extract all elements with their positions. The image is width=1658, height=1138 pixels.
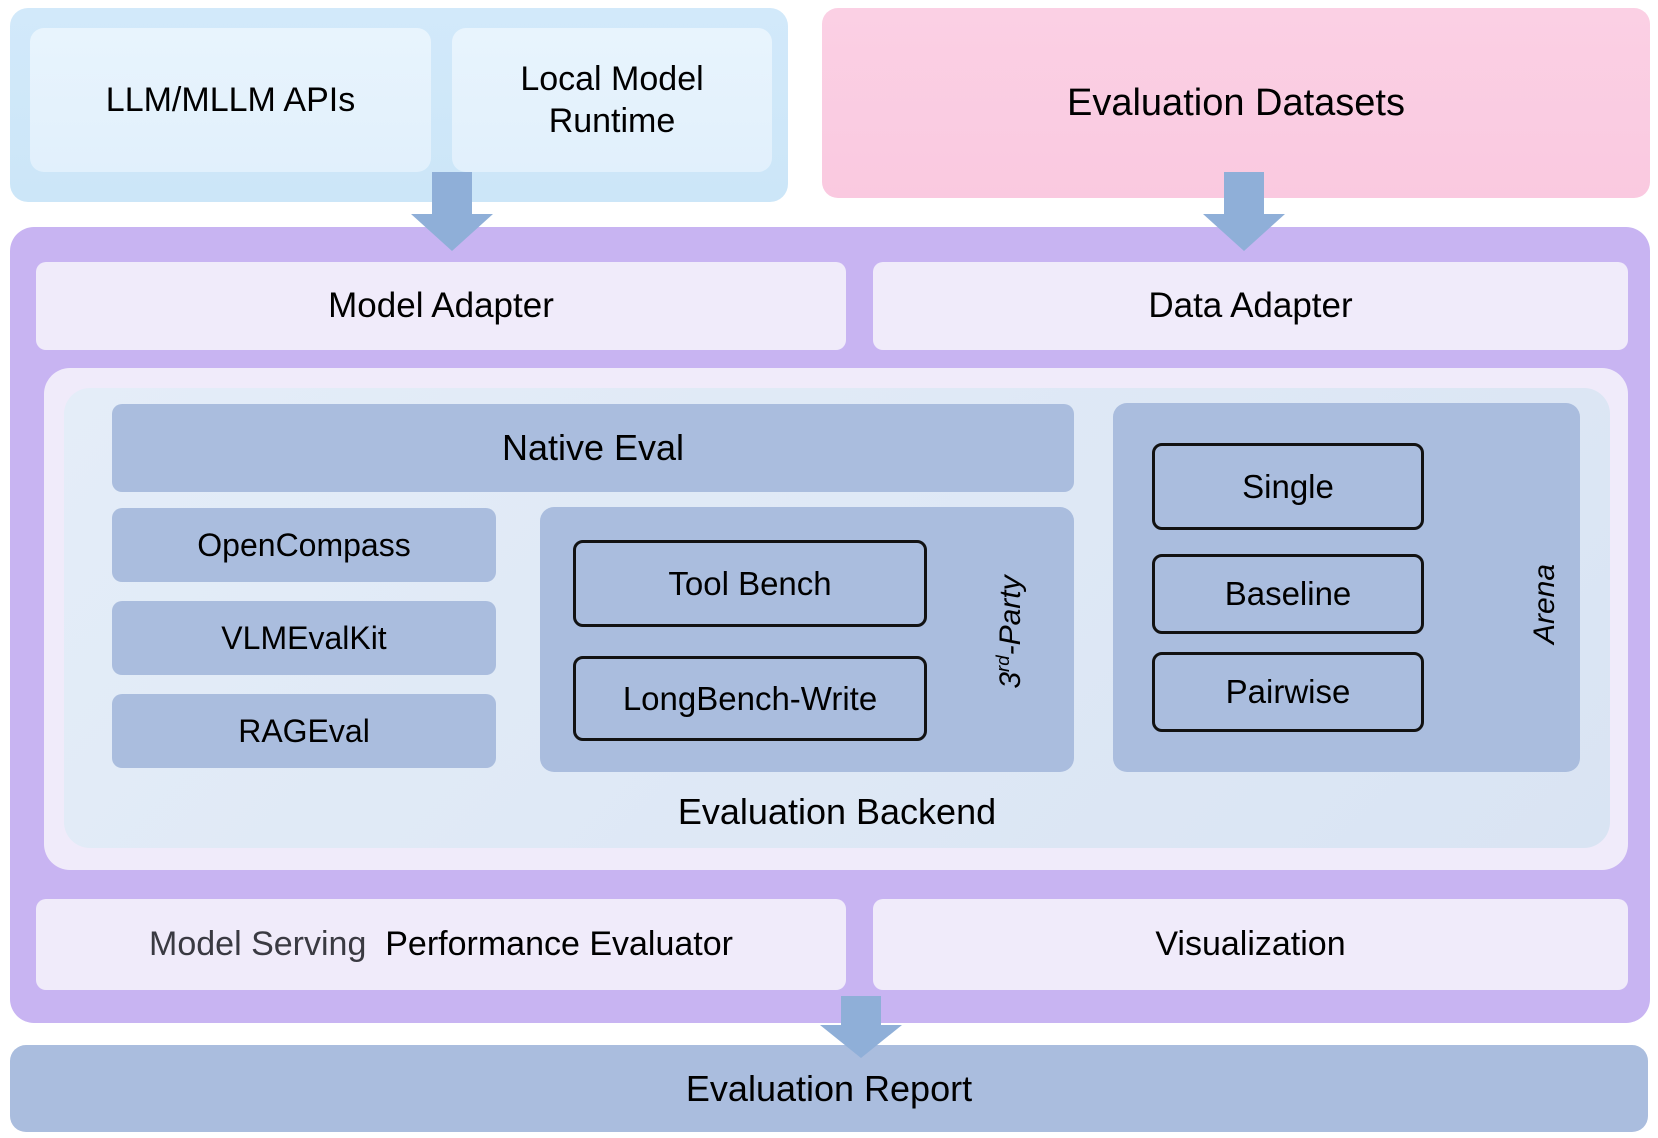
rageval-label: RAGEval [238, 712, 370, 749]
arrow-stem [432, 172, 472, 214]
evaluation-report-bar: Evaluation Report [10, 1045, 1648, 1132]
arrow-head [1203, 214, 1285, 251]
native-eval-bar: Native Eval [112, 404, 1074, 492]
arena-panel: Single Baseline Pairwise [1113, 403, 1580, 772]
longbench-write-label: LongBench-Write [622, 679, 878, 717]
arena-single-box: Single [1152, 443, 1424, 530]
opencompass-label: OpenCompass [197, 526, 411, 563]
rageval-box: RAGEval [112, 694, 496, 768]
data-adapter-box: Data Adapter [873, 262, 1628, 350]
evaluation-datasets-label: Evaluation Datasets [1067, 81, 1405, 124]
visualization-box: Visualization [873, 899, 1628, 990]
arena-baseline-label: Baseline [1224, 575, 1352, 612]
model-serving-label: Model Serving [149, 925, 376, 963]
model-serving-evaluator-box: Model Serving Performance Evaluator [36, 899, 846, 990]
opencompass-box: OpenCompass [112, 508, 496, 582]
arrow-down-icon [411, 172, 493, 251]
visualization-label: Visualization [1155, 925, 1346, 963]
evaluation-report-label: Evaluation Report [685, 1067, 973, 1109]
longbench-write-box: LongBench-Write [573, 656, 927, 741]
arena-baseline-box: Baseline [1152, 554, 1424, 634]
data-adapter-label: Data Adapter [1148, 286, 1353, 325]
native-eval-label: Native Eval [501, 427, 685, 468]
arrow-stem [841, 996, 881, 1025]
tool-bench-label: Tool Bench [668, 564, 832, 602]
third-party-label-rest: -Party [994, 575, 1027, 656]
llm-mllm-apis-label: LLM/MLLM APIs [105, 80, 356, 119]
local-model-runtime-box: Local Model Runtime [452, 28, 772, 172]
model-adapter-label: Model Adapter [328, 286, 554, 325]
arena-pairwise-label: Pairwise [1225, 673, 1351, 710]
arrow-down-icon [820, 996, 902, 1058]
evaluation-backend-title-text: Evaluation Backend [677, 791, 997, 832]
arena-single-label: Single [1242, 467, 1334, 505]
arena-pairwise-box: Pairwise [1152, 652, 1424, 732]
vlmevalkit-box: VLMEvalKit [112, 601, 496, 675]
performance-evaluator-label: Performance Evaluator [385, 925, 733, 963]
third-party-label-sup: rd [992, 655, 1013, 672]
llm-mllm-apis-box: LLM/MLLM APIs [30, 28, 431, 172]
model-adapter-box: Model Adapter [36, 262, 846, 350]
arrow-stem [1224, 172, 1264, 214]
arrow-head [411, 214, 493, 251]
tool-bench-box: Tool Bench [573, 540, 927, 627]
third-party-panel: Tool Bench LongBench-Write [540, 507, 1074, 772]
third-party-label-base: 3 [994, 671, 1027, 689]
vlmevalkit-label: VLMEvalKit [221, 619, 387, 656]
local-model-runtime-label: Local Model Runtime [520, 59, 704, 141]
arena-label-text: Arena [1528, 563, 1561, 645]
third-party-vertical-label: 3rd-Party [983, 482, 1027, 782]
evaluation-backend-title: Evaluation Backend [64, 790, 1610, 834]
arrow-down-icon [1203, 172, 1285, 251]
arrow-head [820, 1025, 902, 1058]
evaluation-datasets-box: Evaluation Datasets [822, 8, 1650, 198]
arena-vertical-label: Arena [1525, 454, 1565, 754]
